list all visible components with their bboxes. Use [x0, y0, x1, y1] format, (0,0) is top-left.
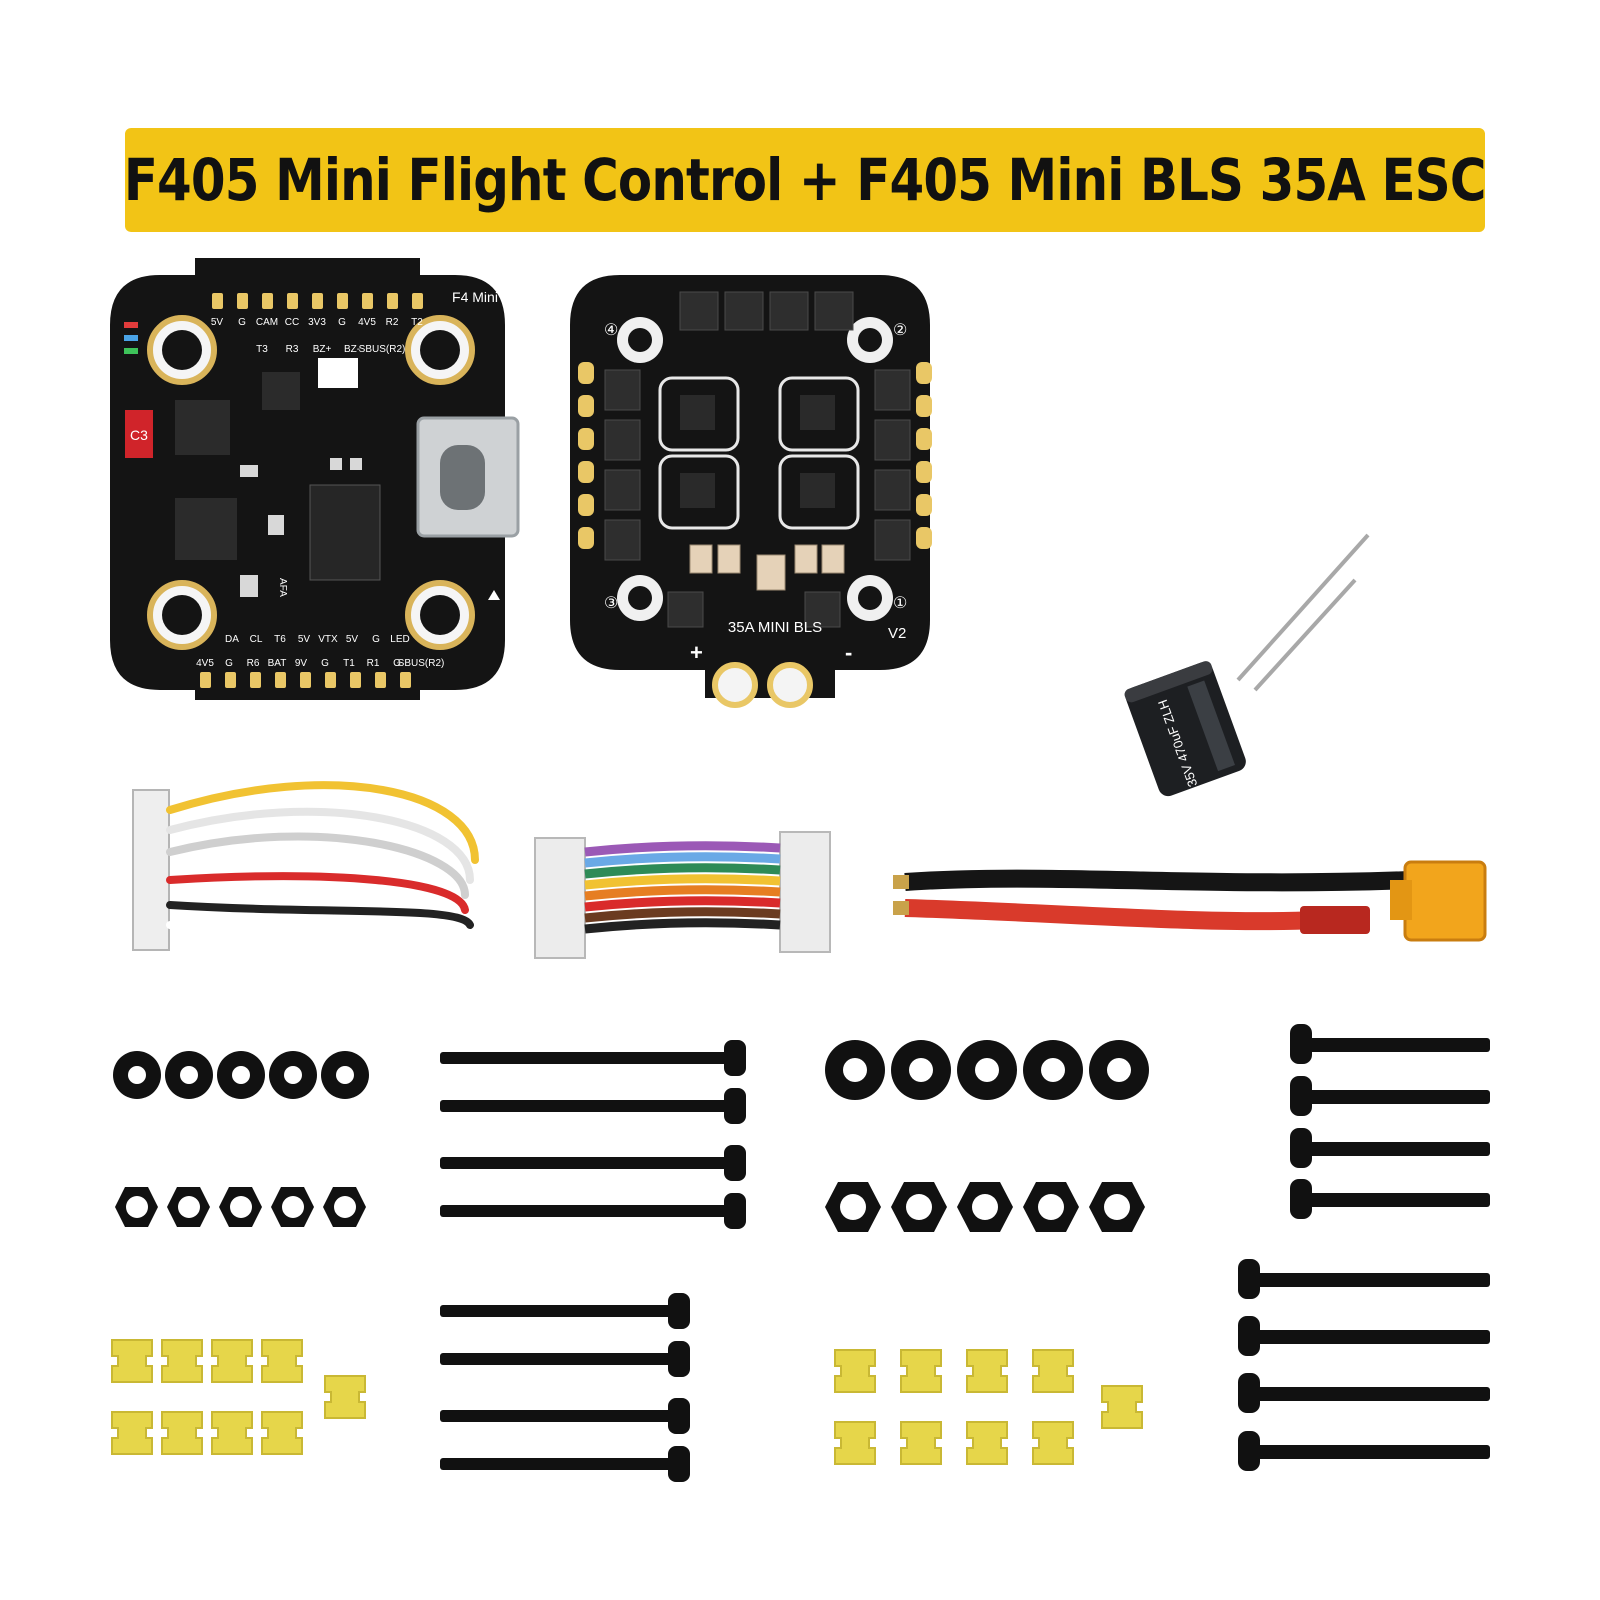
chip-label: C3 [130, 427, 148, 443]
pad-label: SBUS(R2) [398, 658, 445, 669]
rubber-damper [324, 1375, 366, 1419]
pad-label: G [372, 634, 380, 645]
pad-label: SBUS(R2) [359, 344, 406, 355]
pad-label: 5V [298, 634, 311, 645]
pad-label: BZ+ [313, 344, 332, 355]
afa-label: AFA [277, 578, 288, 597]
esc-board: 35A MINI BLS V2 + - ④ ② ③ ① [570, 275, 932, 708]
rubber-damper [1032, 1421, 1074, 1465]
rubber-damper [1101, 1385, 1143, 1429]
esc-board-label: 35A MINI BLS [728, 619, 822, 636]
esc-plus-label: + [690, 640, 703, 665]
pad-label: G [321, 658, 329, 669]
rubber-damper [261, 1411, 303, 1455]
rubber-damper [111, 1411, 153, 1455]
pad-label: 9V [295, 658, 308, 669]
pad-label: T3 [256, 344, 268, 355]
pad-label: R3 [286, 344, 299, 355]
long-screws-set-1 [440, 1040, 746, 1229]
board-brand-label: F4 Mini [452, 289, 498, 305]
pad-label: R2 [386, 317, 399, 328]
mounting-holes [147, 315, 475, 650]
top-pad-labels-row2: T3 R3 BZ+ BZ-SBUS(R2) [256, 344, 405, 355]
title-banner: F405 Mini Flight Control + F405 Mini BLS… [124, 128, 1487, 232]
long-screws-set-2 [440, 1293, 690, 1482]
pad-label: 4V5 [196, 658, 214, 669]
motor-mark-4: ④ [604, 322, 618, 339]
rubber-dampers-left [111, 1339, 366, 1455]
esc-minus-label: - [845, 640, 852, 665]
short-screws-set-1 [1290, 1024, 1490, 1219]
rubber-damper [900, 1421, 942, 1465]
pad-label: R6 [247, 658, 260, 669]
rubber-damper [834, 1349, 876, 1393]
pad-label: CAM [256, 317, 278, 328]
pad-label: CC [285, 317, 299, 328]
rubber-damper [111, 1339, 153, 1383]
motor-mark-1: ① [893, 595, 907, 612]
nuts-left [115, 1187, 366, 1227]
motor-mark-2: ② [893, 322, 907, 339]
rubber-dampers-middle [834, 1349, 1143, 1465]
pad-label: 5V [346, 634, 359, 645]
pad-label: DA [225, 634, 239, 645]
pad-label: LED [390, 634, 409, 645]
pad-label: 4V5 [358, 317, 376, 328]
rubber-damper [161, 1411, 203, 1455]
nuts-middle [825, 1182, 1145, 1232]
pad-label: G [238, 317, 246, 328]
pad-label: BZ- [344, 344, 360, 355]
pad-label: G [393, 658, 401, 669]
pad-label: 3V3 [308, 317, 326, 328]
rubber-damper [261, 1339, 303, 1383]
pad-label: VTX [318, 634, 338, 645]
motor-mark-3: ③ [604, 595, 618, 612]
six-wire-cable [132, 781, 479, 951]
electrolytic-capacitor: 35V 470uF ZLH [1124, 533, 1370, 797]
rubber-damper [211, 1339, 253, 1383]
rubber-damper [211, 1411, 253, 1455]
pad-label: R1 [367, 658, 380, 669]
rubber-damper [966, 1349, 1008, 1393]
pad-label: T6 [274, 634, 286, 645]
washers-left [113, 1051, 369, 1099]
short-screws-set-2 [1238, 1259, 1490, 1471]
pad-label: G [338, 317, 346, 328]
pad-label: T2 [411, 317, 423, 328]
pad-label: CL [250, 634, 263, 645]
rubber-damper [900, 1349, 942, 1393]
rubber-damper [1032, 1349, 1074, 1393]
rubber-damper [161, 1339, 203, 1383]
bottom-pad-labels-row1: DA CL T6 5V VTX 5V G LED [225, 634, 410, 645]
rainbow-ribbon-cable [534, 831, 831, 959]
washers-middle [825, 1040, 1149, 1100]
rubber-damper [834, 1421, 876, 1465]
pad-label: G [225, 658, 233, 669]
esc-version-label: V2 [888, 625, 906, 642]
pad-label: BAT [268, 658, 287, 669]
rubber-damper [966, 1421, 1008, 1465]
xt30-power-lead [893, 860, 1487, 942]
title-text: F405 Mini Flight Control + F405 Mini BLS… [124, 146, 1487, 214]
top-pad-labels-row1: 5V G CAM CC 3V3 G 4V5 R2 T2 [211, 317, 423, 328]
pad-label: T1 [343, 658, 355, 669]
pad-label: 5V [211, 317, 224, 328]
